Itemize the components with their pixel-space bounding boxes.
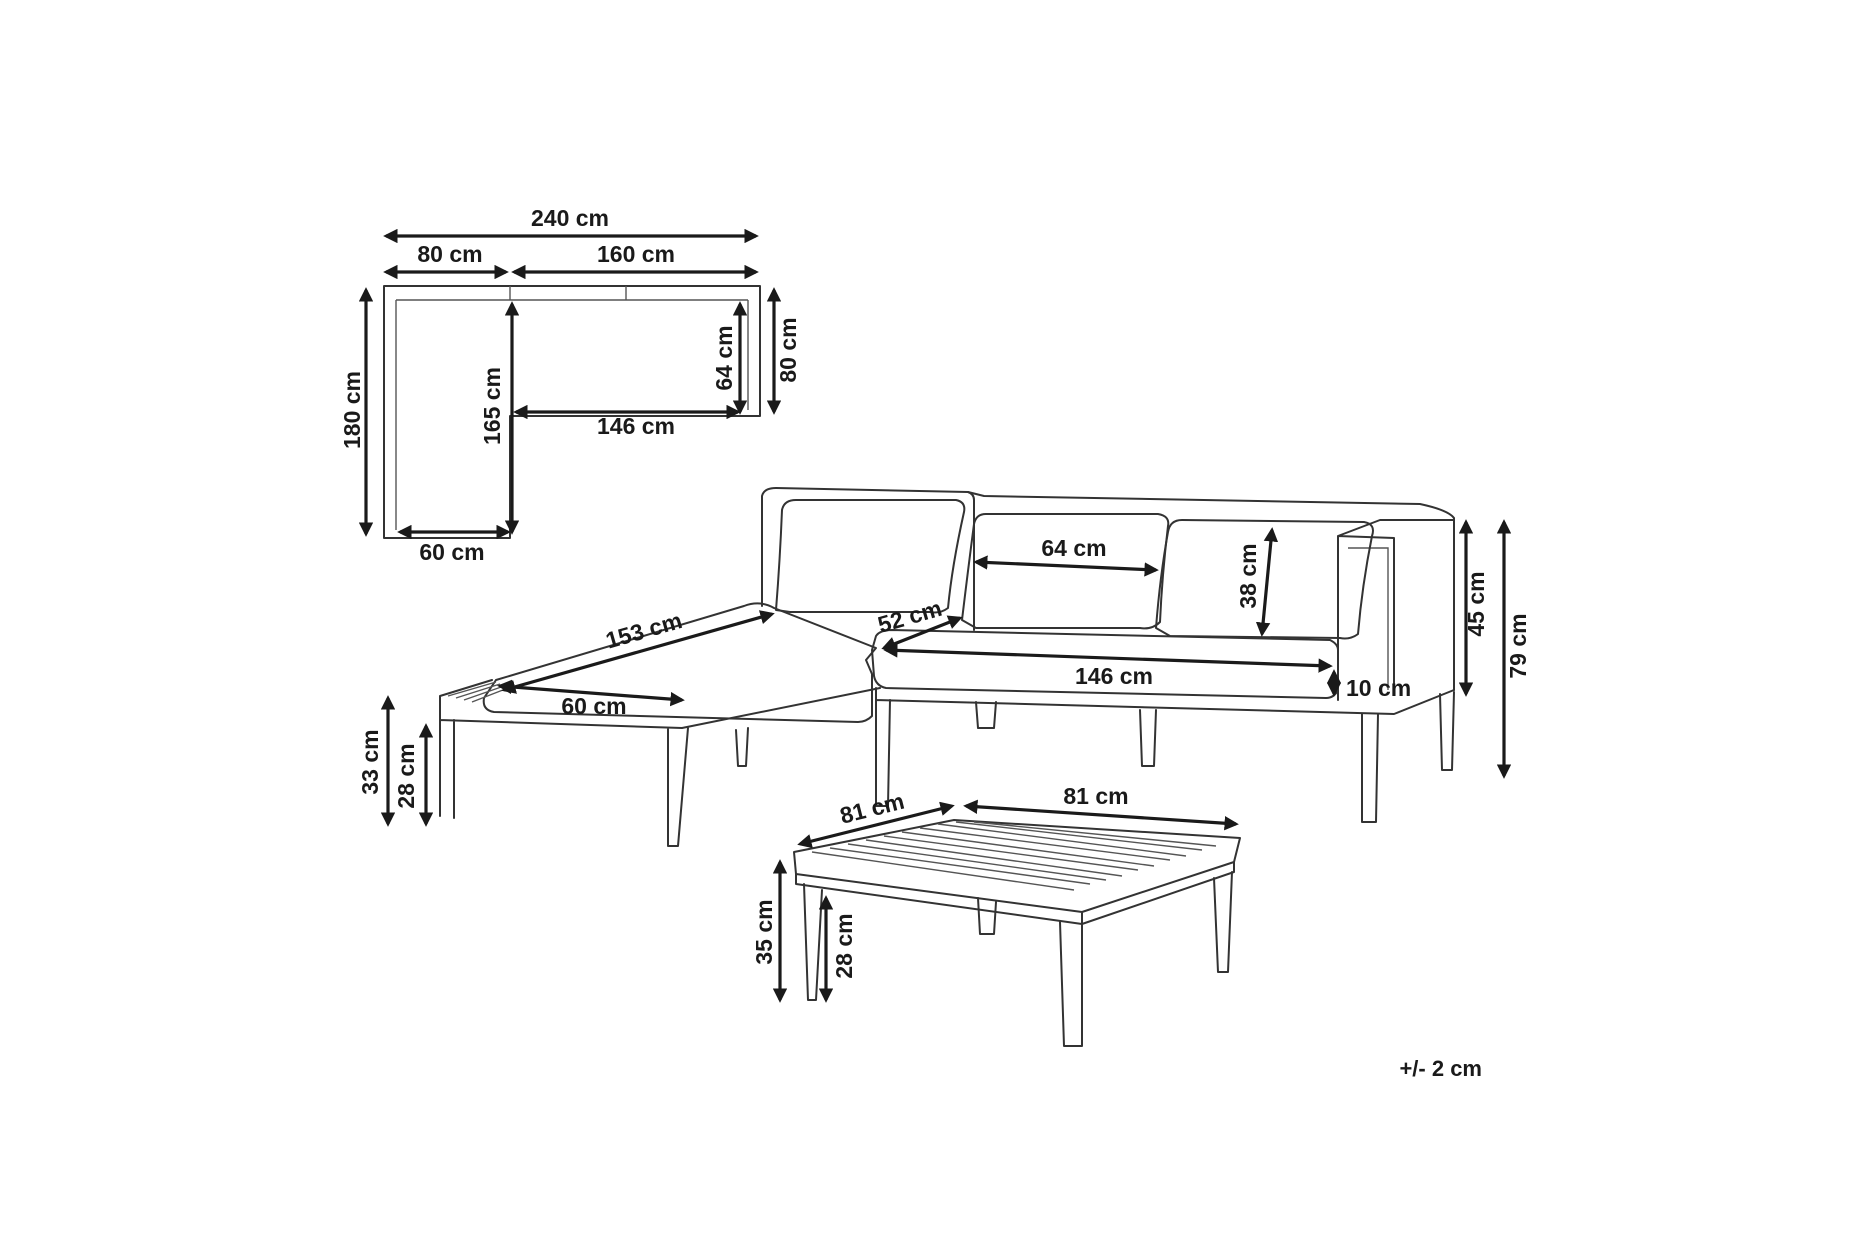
tolerance-note: +/- 2 cm bbox=[1399, 1056, 1482, 1081]
label-180: 180 cm bbox=[339, 371, 365, 449]
label-28-table: 28 cm bbox=[831, 913, 857, 978]
dim-arrow-38 bbox=[1255, 527, 1279, 637]
sofa-legs bbox=[975, 691, 1455, 823]
coffee-table: 81 cm 81 cm 35 cm 28 cm bbox=[751, 783, 1241, 1047]
chaise-slats bbox=[447, 681, 509, 703]
table-top bbox=[793, 819, 1241, 925]
label-146-plan: 146 cm bbox=[597, 413, 675, 439]
label-153: 153 cm bbox=[603, 607, 685, 653]
label-81-depth: 81 cm bbox=[837, 788, 907, 829]
sofa-arm-inner bbox=[1348, 547, 1389, 690]
dim-arrow-64-sofa bbox=[973, 555, 1159, 577]
back-cushion-middle bbox=[961, 513, 1170, 630]
label-160: 160 cm bbox=[597, 241, 675, 267]
table-legs bbox=[803, 871, 1233, 1047]
chaise-seat-cushion bbox=[482, 602, 877, 723]
label-38: 38 cm bbox=[1235, 543, 1261, 608]
sofa-arm bbox=[1337, 519, 1455, 701]
table-slats bbox=[811, 821, 1217, 891]
label-80-width: 80 cm bbox=[417, 241, 482, 267]
label-81-width: 81 cm bbox=[1063, 783, 1128, 809]
sofa-perspective: 153 cm 60 cm 52 cm 64 cm 38 cm 146 cm 10… bbox=[357, 487, 1531, 847]
dim-arrow-153 bbox=[501, 610, 775, 694]
label-60-plan: 60 cm bbox=[419, 539, 484, 565]
label-146-sofa: 146 cm bbox=[1075, 663, 1153, 689]
top-view-plan: 240 cm 80 cm 160 cm 180 cm 165 cm 80 cm … bbox=[339, 205, 801, 565]
label-240: 240 cm bbox=[531, 205, 609, 231]
label-64-plan: 64 cm bbox=[711, 325, 737, 390]
label-80-depth: 80 cm bbox=[775, 317, 801, 382]
label-79: 79 cm bbox=[1505, 613, 1531, 678]
dim-arrow-52 bbox=[881, 615, 963, 651]
chaise-backrest bbox=[761, 487, 975, 631]
chaise-leg-right bbox=[735, 727, 749, 767]
label-60-sofa: 60 cm bbox=[561, 693, 626, 719]
sofa-back bbox=[967, 491, 1455, 691]
dim-arrow-146-sofa bbox=[883, 643, 1333, 673]
label-35: 35 cm bbox=[751, 899, 777, 964]
back-cushion-right bbox=[1155, 519, 1374, 640]
label-33: 33 cm bbox=[357, 729, 383, 794]
dim-arrow-81-width bbox=[963, 799, 1239, 831]
label-10: 10 cm bbox=[1346, 675, 1411, 701]
label-165: 165 cm bbox=[479, 367, 505, 445]
sofa-frame bbox=[875, 687, 1455, 807]
back-cushion-left bbox=[775, 499, 966, 614]
chaise-frame bbox=[439, 679, 881, 847]
dim-arrow-60-sofa bbox=[497, 679, 685, 707]
label-64-sofa: 64 cm bbox=[1041, 535, 1106, 561]
label-45: 45 cm bbox=[1463, 571, 1489, 636]
dim-arrow-81-depth bbox=[797, 801, 955, 849]
label-28-sofa: 28 cm bbox=[393, 743, 419, 808]
